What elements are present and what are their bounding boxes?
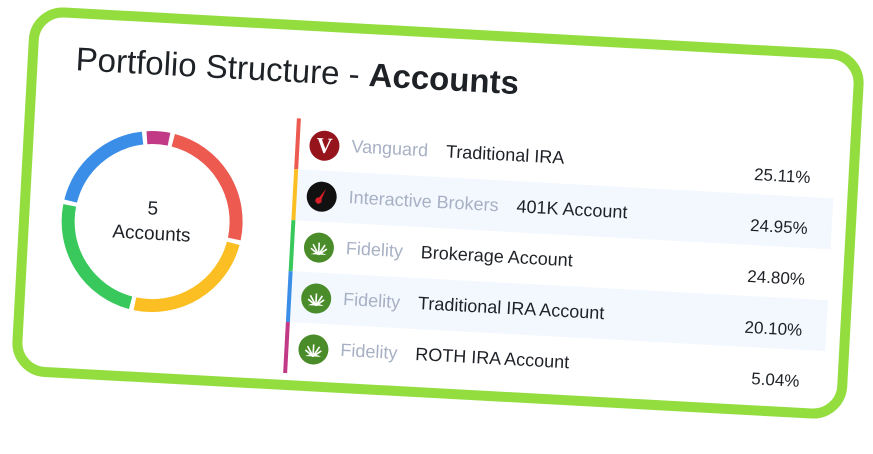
card-title-prefix: Portfolio Structure - [74,40,370,94]
portfolio-structure-card: Portfolio Structure - Accounts 5 Account… [10,5,866,421]
donut-svg [61,131,243,313]
account-name: Brokerage Account [420,242,574,271]
accounts-count-label: Accounts [111,221,192,247]
card-title: Portfolio Structure - Accounts [75,40,520,102]
account-row[interactable]: Fidelity ROTH IRA Account 5.04% [283,321,826,403]
account-percent: 25.11% [753,165,811,188]
broker-name: Vanguard [350,136,429,161]
donut-segment[interactable] [61,204,136,310]
card-title-bold: Accounts [367,56,520,102]
account-percent: 24.95% [749,215,809,239]
account-name: ROTH IRA Account [414,343,570,373]
broker-name: Fidelity [345,238,404,262]
vanguard-logo-icon: V [308,129,341,162]
fidelity-logo-icon [300,282,333,314]
account-name: Traditional IRA [445,141,565,168]
donut-center-label: 5 Accounts [48,117,256,325]
account-name: Traditional IRA Account [417,293,605,324]
account-percent: 20.10% [744,317,803,340]
broker-name: Fidelity [339,339,398,363]
fidelity-logo-icon [297,333,330,365]
account-percent: 5.04% [750,369,800,391]
vanguard-logo-letter: V [315,131,334,158]
interactive-brokers-logo-icon [305,180,338,212]
donut-segment[interactable] [146,131,171,146]
account-row[interactable]: Fidelity Brokerage Account 24.80% [288,220,831,301]
account-name: 401K Account [516,196,629,223]
fidelity-logo-icon [303,231,335,263]
donut-segment[interactable] [64,131,144,204]
broker-name: Interactive Brokers [348,187,500,216]
accounts-count: 5 [146,198,159,220]
account-row[interactable]: Fidelity Traditional IRA Account 20.10% [285,271,828,352]
donut-segment[interactable] [168,133,243,241]
account-row[interactable]: Interactive Brokers 401K Account 24.95% [291,169,834,250]
donut-segment[interactable] [133,238,240,313]
broker-name: Fidelity [342,289,401,313]
account-percent: 24.80% [746,266,806,289]
accounts-donut-chart: 5 Accounts [48,117,256,325]
